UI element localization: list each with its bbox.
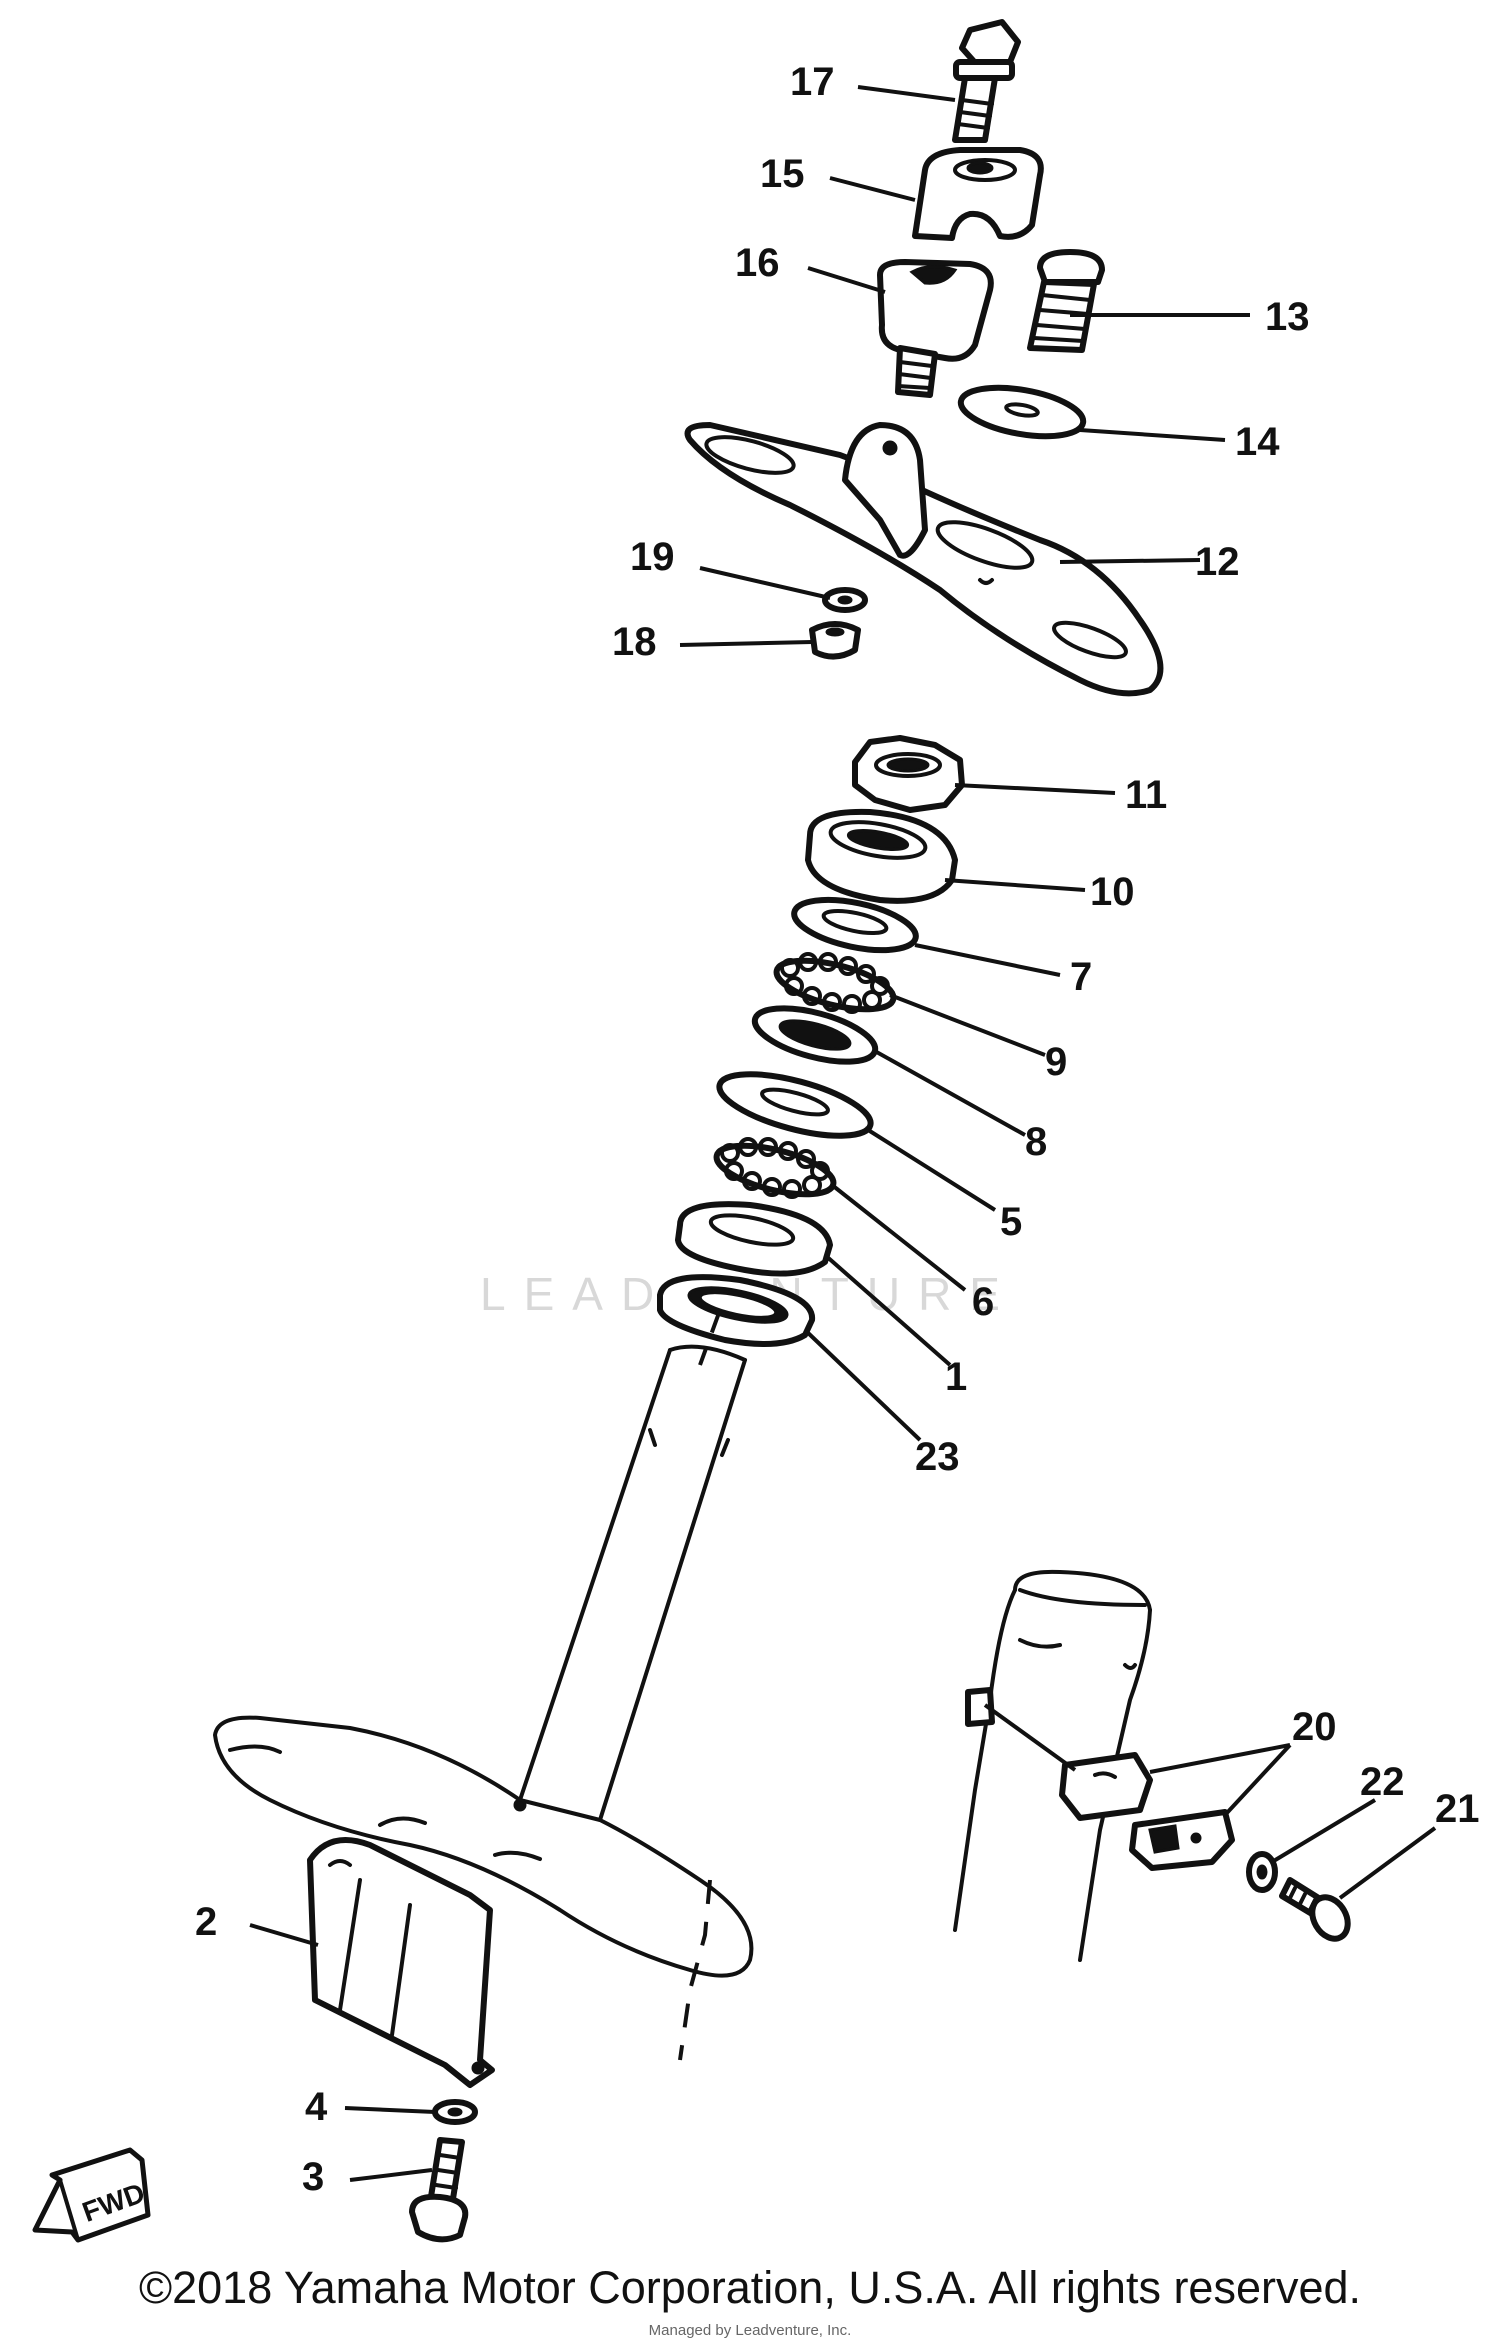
label-16[interactable]: 16 xyxy=(735,241,780,285)
credit-line: Managed by Leadventure, Inc. xyxy=(648,2322,852,2339)
label-22[interactable]: 22 xyxy=(1360,1760,1405,1804)
part-17-bolt[interactable] xyxy=(952,19,1021,143)
label-10[interactable]: 10 xyxy=(1090,870,1135,914)
part-12-upper-bracket[interactable] xyxy=(684,422,1164,697)
part-3-bolt[interactable] xyxy=(409,2137,469,2243)
label-21[interactable]: 21 xyxy=(1435,1787,1480,1831)
part-10-cover[interactable] xyxy=(805,808,958,904)
label-6[interactable]: 6 xyxy=(972,1280,994,1324)
label-9[interactable]: 9 xyxy=(1045,1040,1067,1084)
part-22-washer[interactable] xyxy=(1246,1851,1278,1893)
label-20[interactable]: 20 xyxy=(1292,1705,1337,1749)
label-5[interactable]: 5 xyxy=(1000,1200,1022,1244)
copyright-notice: ©2018 Yamaha Motor Corporation, U.S.A. A… xyxy=(138,2262,1362,2313)
part-15-upper-holder[interactable] xyxy=(912,147,1044,241)
part-14-washer[interactable] xyxy=(957,380,1087,445)
label-3[interactable]: 3 xyxy=(302,2155,324,2199)
label-13[interactable]: 13 xyxy=(1265,295,1310,339)
part-23-seal[interactable] xyxy=(657,1274,816,1347)
label-18[interactable]: 18 xyxy=(612,620,657,664)
part-19-washer[interactable] xyxy=(822,587,868,613)
part-18-nut[interactable] xyxy=(809,621,861,660)
part-16-lower-holder[interactable] xyxy=(877,259,994,398)
assembly-line-lower xyxy=(678,1879,712,2061)
part-6-ball-bearings[interactable] xyxy=(712,1136,838,1204)
label-17[interactable]: 17 xyxy=(790,60,835,104)
label-14[interactable]: 14 xyxy=(1235,420,1280,464)
part-5-washer[interactable] xyxy=(713,1062,876,1149)
label-23[interactable]: 23 xyxy=(915,1435,960,1479)
label-8[interactable]: 8 xyxy=(1025,1120,1047,1164)
part-21-bolt[interactable] xyxy=(1279,1877,1355,1945)
label-4[interactable]: 4 xyxy=(305,2085,328,2129)
part-8-ball-race[interactable] xyxy=(749,998,880,1073)
part-1-ball-race[interactable] xyxy=(675,1201,833,1277)
label-2[interactable]: 2 xyxy=(195,1900,217,1944)
part-7-ball-race[interactable] xyxy=(790,891,920,960)
under-bracket-steering-stem xyxy=(213,1344,754,1978)
label-1[interactable]: 1 xyxy=(945,1355,967,1399)
leader-lines xyxy=(249,85,1437,2182)
label-15[interactable]: 15 xyxy=(760,152,805,196)
fwd-arrow-icon: FWD xyxy=(32,2147,151,2243)
part-4-washer[interactable] xyxy=(432,2099,478,2125)
label-7[interactable]: 7 xyxy=(1070,955,1092,999)
part-2-cover[interactable] xyxy=(307,1837,495,2088)
part-11-ring-nut[interactable] xyxy=(852,735,965,813)
part-9-ball-bearings[interactable] xyxy=(772,951,898,1019)
fork-tube xyxy=(953,1569,1152,1962)
label-11[interactable]: 11 xyxy=(1125,773,1167,817)
label-19[interactable]: 19 xyxy=(630,535,675,579)
part-labels: 17 15 16 13 14 12 19 18 11 10 7 9 8 5 6 … xyxy=(195,60,1480,2199)
part-13-bolt[interactable] xyxy=(1027,249,1105,353)
part-20-clamp[interactable] xyxy=(1059,1752,1235,1871)
assembly-line xyxy=(698,1309,722,1366)
label-12[interactable]: 12 xyxy=(1195,540,1240,584)
